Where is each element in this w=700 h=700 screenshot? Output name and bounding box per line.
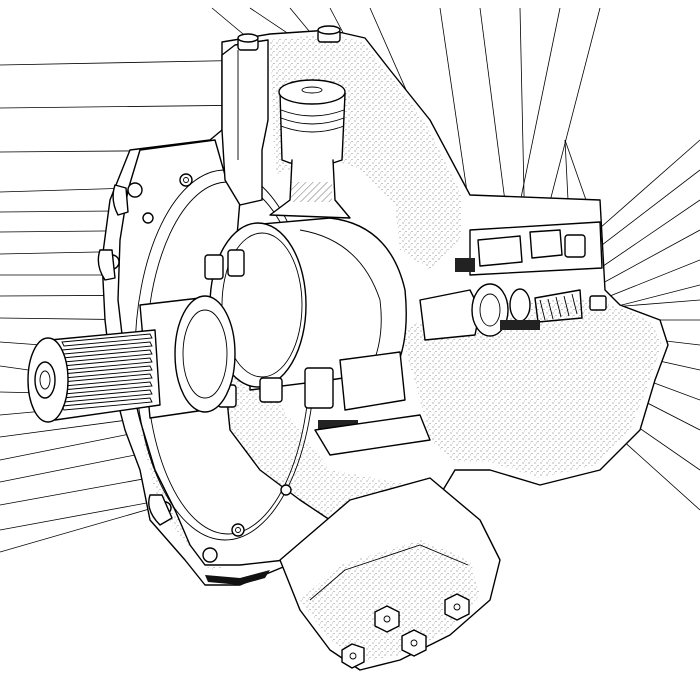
hex-bolt [444,593,470,621]
hex-bolt [401,629,427,657]
flange-ears [97,184,173,526]
output-shaft [27,295,236,423]
hex-bolt [341,643,365,669]
spline-tooth [61,333,153,347]
hex-bolt [374,605,400,633]
leader-line-right [584,169,700,259]
leader-line-right [599,259,700,301]
port-block [279,477,501,671]
cylinder-tower [221,25,341,206]
piston [269,79,351,219]
leader-line-right [589,199,700,276]
rear-valve-section [419,221,607,341]
leader-line-left [0,104,263,109]
leader-line-left [0,59,263,66]
leader-line-right [589,229,700,291]
leader-line-right [609,284,700,309]
